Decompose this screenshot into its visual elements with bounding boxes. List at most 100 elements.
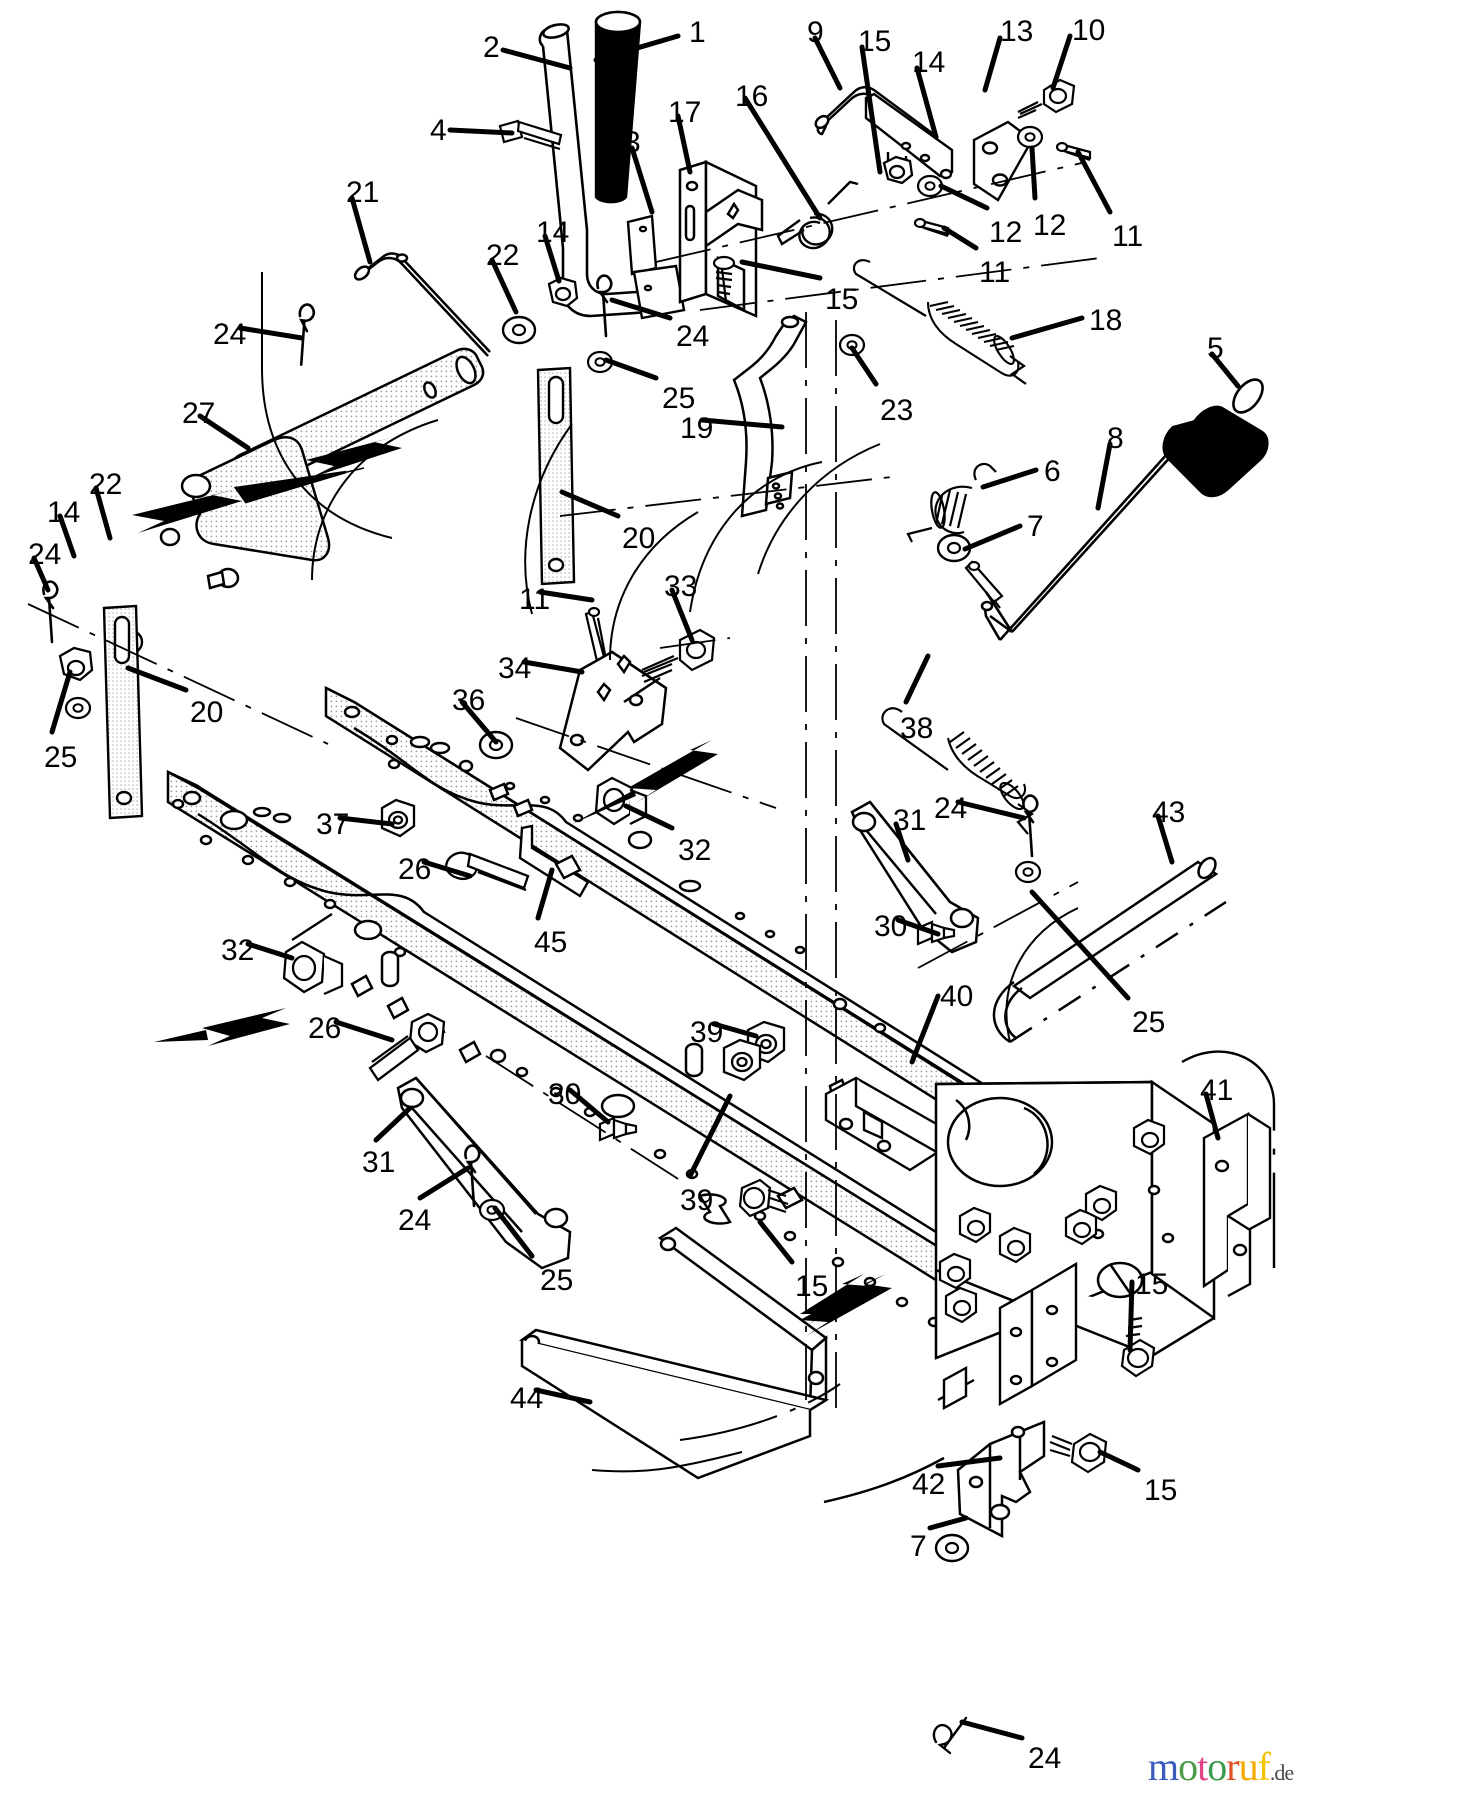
part-27-triangle-arm: [159, 436, 365, 590]
centerlines: [27, 161, 1101, 1420]
callout-number-44: 44: [510, 1382, 544, 1415]
leader-line-26: [333, 1019, 395, 1043]
callout-number-19: 19: [680, 412, 714, 445]
part-21-rod: [353, 252, 491, 357]
callout-number-14: 14: [912, 46, 946, 79]
part-26-shoulder-bolt-a: [444, 851, 530, 892]
part-26-shoulder-bolt-b: [368, 1012, 446, 1082]
watermark-letter-o2: o: [1207, 1744, 1227, 1789]
callout-number-16: 16: [735, 80, 769, 113]
part-11-cotter-pin-upper: [1055, 141, 1092, 162]
assembly-arrows: [132, 436, 892, 1336]
part-3-lever-plate: [626, 214, 686, 320]
callout-number-42: 42: [912, 1468, 946, 1501]
watermark-letter-f: f: [1257, 1744, 1271, 1789]
leader-line-15: [859, 44, 883, 175]
callout-number-25: 25: [662, 382, 696, 415]
callout-number-6: 6: [1044, 455, 1061, 488]
callout-number-22: 22: [486, 239, 520, 272]
part-39-locknut-b: [722, 1038, 762, 1082]
callout-number-40: 40: [940, 980, 974, 1013]
callout-number-14: 14: [47, 496, 81, 529]
part-42-bracket: [823, 1420, 1046, 1539]
leader-line-37: [337, 815, 395, 827]
housing-side-plate: [937, 1261, 1078, 1411]
part-25-washer-c: [1014, 860, 1042, 884]
leader-line-25: [492, 1205, 535, 1259]
callout-number-11: 11: [1112, 220, 1144, 253]
callout-number-25: 25: [540, 1264, 574, 1297]
part-7-washer-b: [934, 1533, 970, 1563]
leader-line-15: [1127, 1279, 1135, 1353]
callout-number-11: 11: [519, 583, 551, 616]
leader-line-8: [1095, 441, 1113, 511]
leader-line-19: [699, 417, 785, 430]
part-2-shift-lever: [538, 23, 666, 318]
watermark-letter-u: u: [1238, 1744, 1259, 1789]
leader-line-7: [962, 523, 1023, 552]
callout-number-1: 1: [689, 16, 706, 49]
part-20-link-strap-lower: [102, 604, 144, 820]
part-17-bracket: [678, 160, 764, 318]
callout-number-37: 37: [316, 808, 350, 841]
leader-line-30: [895, 917, 941, 937]
leader-line-25: [603, 357, 659, 381]
callout-number-26: 26: [308, 1012, 342, 1045]
callout-number-20: 20: [622, 522, 656, 555]
leader-line-16: [742, 95, 823, 221]
callout-number-32: 32: [678, 834, 712, 867]
leader-line-43: [1155, 813, 1175, 865]
callout-number-32: 32: [221, 934, 255, 967]
part-36-washer: [478, 730, 514, 760]
callout-number-12: 12: [1033, 209, 1067, 242]
leader-line-20: [559, 489, 621, 519]
part-22-washer-a: [501, 315, 537, 345]
housing-bolts: [938, 1118, 1166, 1324]
part-25-washer-b: [64, 696, 92, 720]
callout-number-24: 24: [934, 792, 968, 825]
leader-line-42: [935, 1455, 1003, 1469]
callout-number-17: 17: [668, 96, 702, 129]
leader-line-7: [927, 1515, 969, 1531]
leader-line-12: [1029, 145, 1038, 201]
callout-number-10: 10: [1072, 14, 1106, 47]
callout-number-24: 24: [398, 1204, 432, 1237]
callout-number-26: 26: [398, 853, 432, 886]
part-13-mount-plate: [972, 120, 1034, 202]
leader-line-34: [521, 659, 585, 675]
leader-line-41: [1203, 1091, 1221, 1141]
part-16-torsion-spring: [776, 180, 859, 250]
leader-line-39: [687, 1093, 733, 1179]
callout-number-39: 39: [690, 1016, 724, 1049]
callout-number-41: 41: [1200, 1074, 1234, 1107]
callout-number-3: 3: [624, 126, 641, 159]
assembly-reference-curves: [261, 272, 1079, 1473]
part-41-bracket: [1202, 1111, 1272, 1298]
leader-line-24: [955, 799, 1027, 821]
leader-line-25: [49, 669, 73, 735]
leader-line-15: [757, 1219, 795, 1265]
leader-line-24: [959, 1719, 1025, 1741]
leader-line-31: [373, 1105, 413, 1143]
watermark-letter-o1: o: [1178, 1744, 1198, 1789]
part-45-bracket-plate: [518, 824, 590, 898]
callout-number-25: 25: [44, 741, 78, 774]
callout-number-5: 5: [1207, 332, 1224, 365]
part-31-lift-arm-right: [850, 800, 980, 954]
part-6-torsion-spring: [906, 462, 997, 543]
part-12-washer-lower: [916, 174, 944, 198]
watermark-suffix: .de: [1269, 1760, 1294, 1785]
callout-number-43: 43: [1152, 796, 1186, 829]
leader-line-32: [245, 941, 295, 961]
watermark-letter-r: r: [1226, 1744, 1239, 1789]
leader-line-14: [914, 65, 939, 140]
callout-number-31: 31: [362, 1146, 396, 1179]
leader-line-3: [629, 145, 655, 215]
callout-number-18: 18: [1089, 304, 1123, 337]
leader-line-14: [542, 233, 562, 284]
callout-number-15: 15: [1144, 1474, 1178, 1507]
leader-line-4: [447, 127, 515, 136]
leader-line-9: [812, 35, 843, 91]
leader-line-12: [938, 183, 990, 211]
